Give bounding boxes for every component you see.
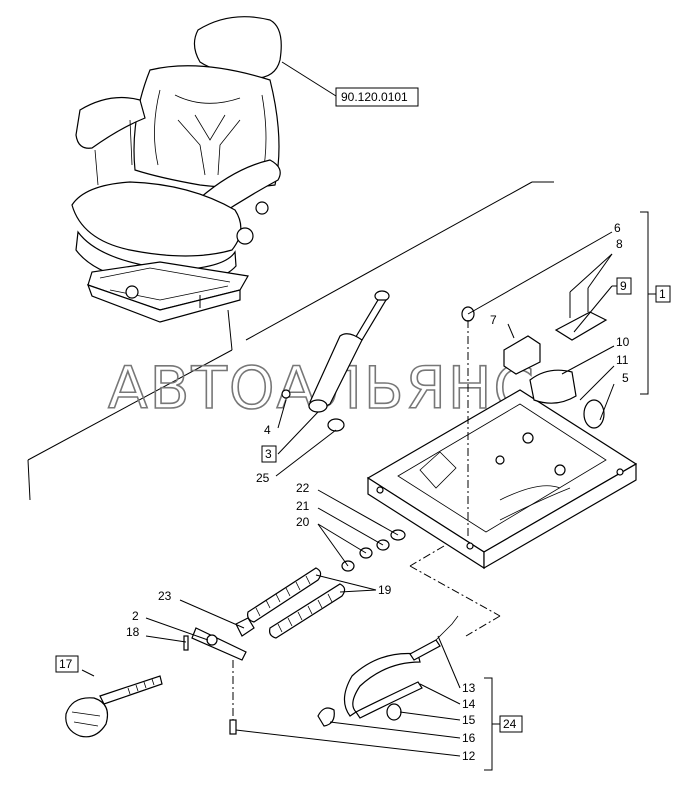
lever-part-2	[191, 627, 247, 661]
label-16: 16	[462, 731, 476, 745]
strap-assembly	[317, 615, 459, 727]
label-14: 14	[462, 697, 476, 711]
label-18: 18	[126, 625, 140, 639]
label-9: 9	[620, 279, 627, 293]
label-6: 6	[614, 221, 621, 235]
label-20: 20	[296, 515, 310, 529]
label-24: 24	[503, 717, 517, 731]
plate-part-9	[554, 311, 608, 341]
label-8: 8	[616, 237, 623, 251]
label-23: 23	[158, 589, 172, 603]
pin-part-18	[183, 635, 189, 651]
bracket-part-7	[503, 335, 541, 375]
label-box-24	[499, 715, 523, 733]
clip-part-23	[235, 617, 255, 637]
label-13: 13	[462, 681, 476, 695]
label-box-3	[261, 445, 277, 463]
label-7: 7	[490, 313, 497, 327]
label-1: 1	[659, 287, 666, 301]
label-2: 2	[132, 609, 139, 623]
label-box-1	[655, 285, 671, 303]
part-reference-box	[335, 87, 419, 107]
gas-spring-part	[281, 290, 390, 432]
label-15: 15	[462, 713, 476, 727]
label-box-17	[55, 655, 79, 673]
label-5: 5	[622, 371, 629, 385]
seat-base-plate	[366, 389, 638, 570]
label-4: 4	[264, 423, 271, 437]
bumper-part-5	[583, 399, 605, 429]
label-21: 21	[296, 499, 310, 513]
label-12: 12	[462, 749, 476, 763]
label-17: 17	[59, 657, 73, 671]
label-22: 22	[296, 481, 310, 495]
handle-part-17	[65, 675, 163, 738]
label-3: 3	[265, 447, 272, 461]
label-box-9	[616, 277, 632, 295]
label-19: 19	[378, 583, 392, 597]
label-11: 11	[616, 353, 629, 367]
label-25: 25	[256, 471, 270, 485]
tension-springs-part-19	[247, 567, 346, 639]
label-10: 10	[616, 335, 630, 349]
cover-part-10	[529, 369, 577, 404]
screw-part-12	[229, 719, 237, 735]
part-reference-label: 90.120.0101	[341, 90, 408, 104]
seat-illustration	[71, 16, 282, 323]
